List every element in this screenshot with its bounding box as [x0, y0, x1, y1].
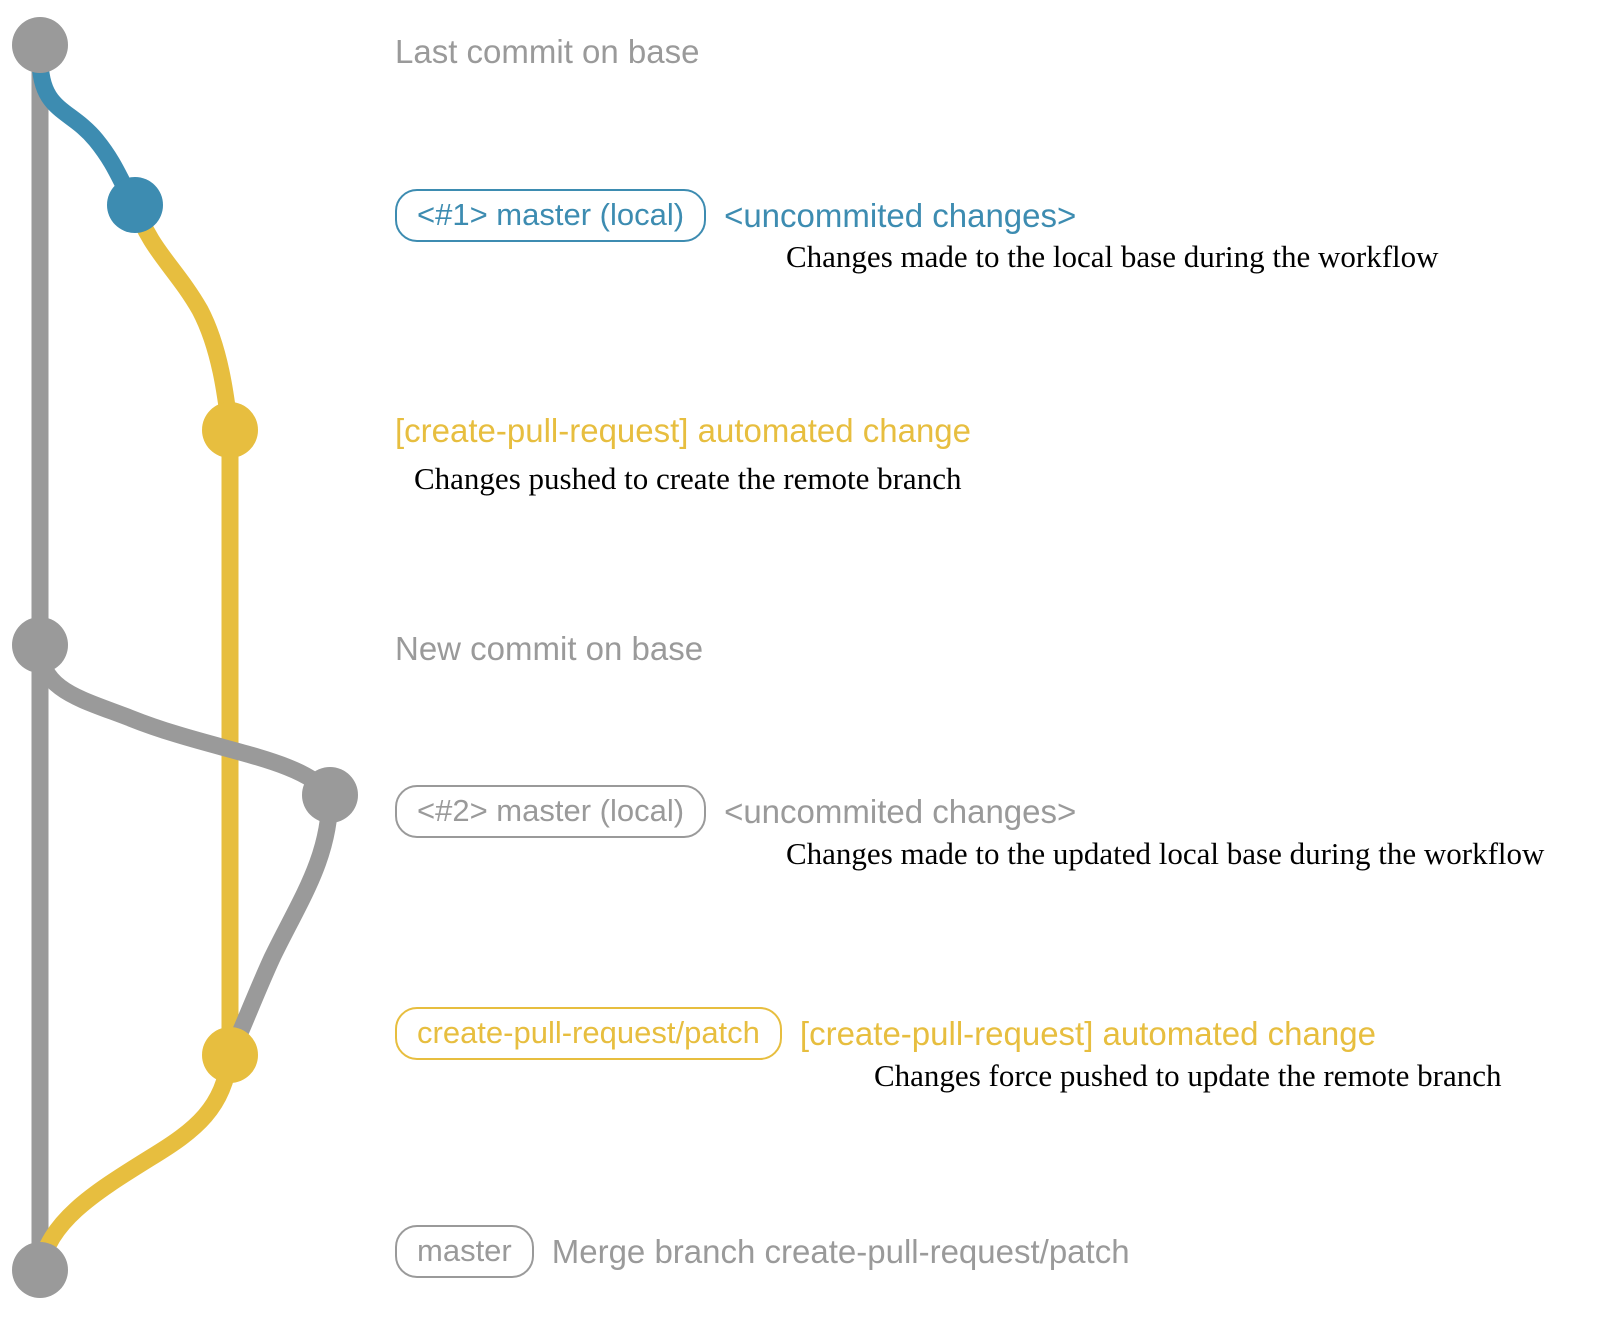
commit-row-patch-2: create-pull-request/patch [create-pull-r… [395, 1007, 1376, 1060]
edge-patch-2-to-merge [31, 1046, 239, 1279]
node-base-last [12, 17, 68, 73]
commit-heading-patch-1: [create-pull-request] automated change [395, 412, 972, 449]
commit-message-merge: Merge branch create-pull-request/patch [551, 1233, 1130, 1270]
node-patch-1 [202, 402, 258, 458]
branch-badge-local-2[interactable]: <#2> master (local) [395, 785, 707, 838]
commit-message-local-2: <uncommited changes> [724, 793, 1077, 830]
node-local-1 [107, 177, 163, 233]
commit-note-local-1: Changes made to the local base during th… [786, 239, 1439, 274]
commit-note-patch-2: Changes force pushed to update the remot… [874, 1058, 1502, 1093]
commit-row-merge: master Merge branch create-pull-request/… [395, 1225, 1130, 1278]
edge-local-1-to-patch-1 [126, 196, 239, 439]
edge-local-2-to-patch-2 [221, 786, 339, 1064]
node-base-new [12, 617, 68, 673]
edge-base-new-to-local-2 [31, 636, 339, 804]
branch-badge-local-1[interactable]: <#1> master (local) [395, 189, 707, 242]
branch-badge-master[interactable]: master [395, 1225, 534, 1278]
commit-heading-new-commit-on-base: New commit on base [395, 630, 704, 667]
commit-note-local-2: Changes made to the updated local base d… [786, 836, 1545, 871]
commit-message-local-1: <uncommited changes> [724, 197, 1077, 234]
commit-message-patch-2: [create-pull-request] automated change [799, 1015, 1376, 1052]
git-graph [12, 17, 358, 1298]
node-patch-2 [202, 1027, 258, 1083]
commit-row-local-1: <#1> master (local) <uncommited changes> [395, 189, 1076, 242]
node-local-2 [302, 767, 358, 823]
commit-row-local-2: <#2> master (local) <uncommited changes> [395, 785, 1076, 838]
node-merge [12, 1242, 68, 1298]
commit-note-patch-1: Changes pushed to create the remote bran… [414, 461, 962, 496]
branch-badge-patch-2[interactable]: create-pull-request/patch [395, 1007, 782, 1060]
commit-heading-last-commit-on-base: Last commit on base [395, 33, 700, 70]
